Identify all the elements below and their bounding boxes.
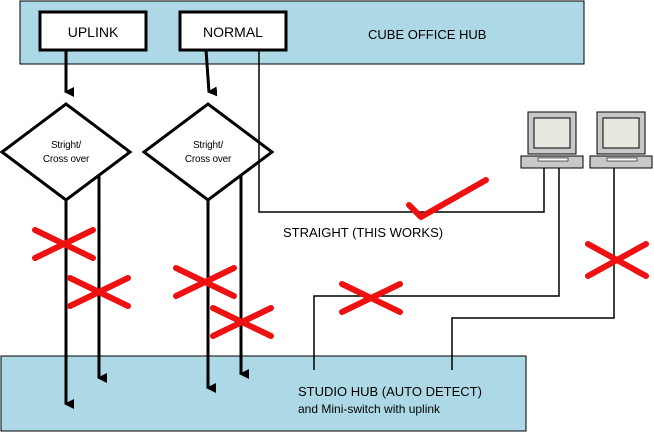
crossover-switch-right-line1: Stright/	[193, 140, 224, 151]
crossover-switch-right-line2: Cross over	[185, 154, 232, 165]
studio-hub-title: STUDIO HUB (AUTO DETECT)	[298, 384, 482, 399]
computer-icon	[520, 111, 584, 169]
cube-office-hub-title: CUBE OFFICE HUB	[368, 27, 486, 42]
crossover-switch-left-line2: Cross over	[43, 154, 90, 165]
crossover-switch-left-line1: Stright/	[51, 140, 82, 151]
crossover-switch-right	[141, 102, 275, 202]
cross-mark-icon	[585, 241, 649, 279]
uplink-port-label: UPLINK	[68, 24, 119, 40]
straight-cable	[258, 50, 545, 213]
crossover-switch-left	[0, 102, 133, 202]
cross-mark-icon	[173, 265, 237, 299]
computer2-to-studio-cable	[451, 168, 615, 370]
straight-cable-note: STRAIGHT (THIS WORKS)	[283, 225, 443, 240]
studio-hub	[0, 355, 527, 432]
computer1-to-studio-cable	[313, 168, 560, 370]
studio-hub-subtitle: and Mini-switch with uplink	[298, 402, 441, 416]
cross-mark-icon	[339, 281, 403, 315]
normal-port-label: NORMAL	[203, 24, 263, 40]
normal-to-switch-arrow	[204, 49, 218, 97]
cross-mark-icon	[210, 305, 274, 339]
normal-port-box	[178, 10, 288, 52]
check-mark-icon	[406, 177, 489, 220]
computer-icon	[589, 111, 653, 169]
uplink-port-box	[38, 10, 148, 52]
cross-mark-icon	[67, 275, 131, 309]
cross-mark-icon	[32, 227, 96, 261]
